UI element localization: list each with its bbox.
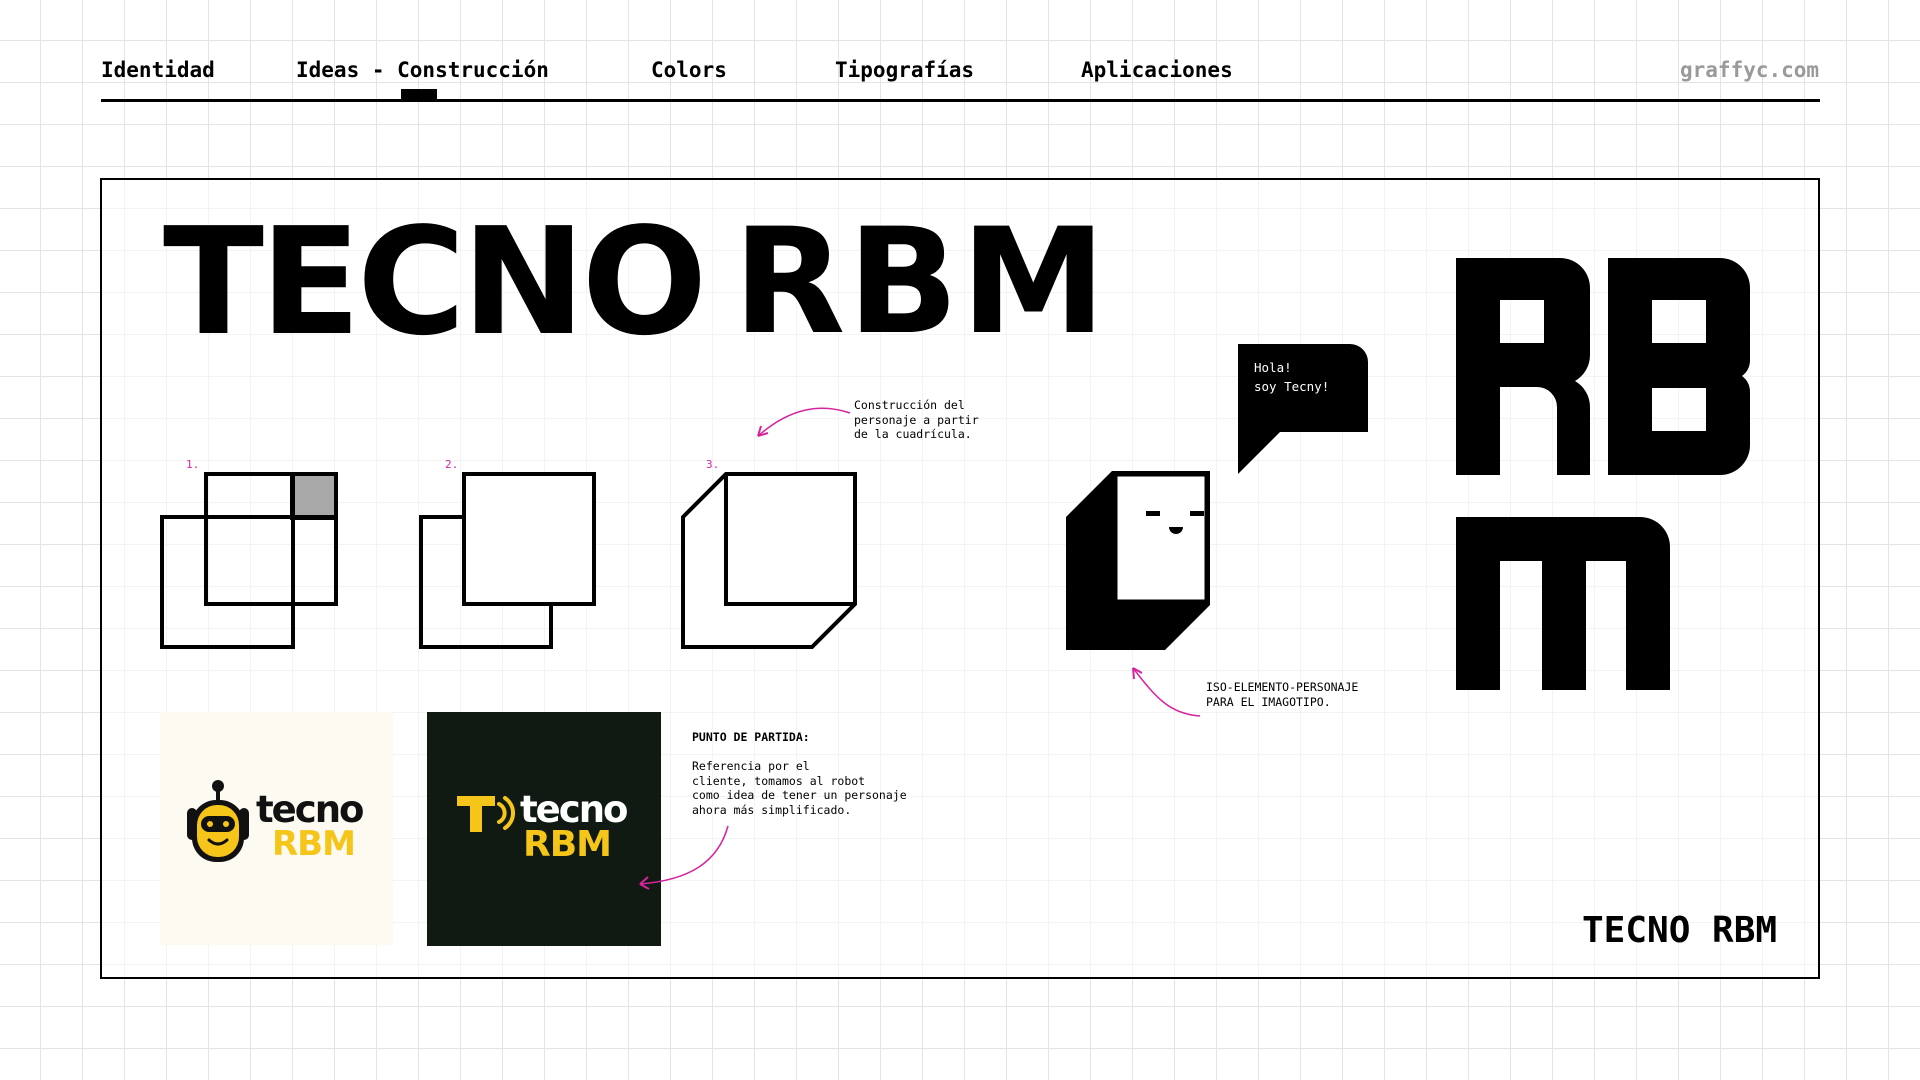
- ref-dark-word-tecno: tecno: [520, 788, 628, 831]
- nav-identidad[interactable]: Identidad: [101, 58, 215, 82]
- ref-light-word-rbm: RBM: [272, 824, 356, 864]
- nav-colors[interactable]: Colors: [651, 58, 727, 82]
- title-tecno: TECNO: [163, 196, 707, 368]
- ref-dark-word-rbm: RBM: [523, 824, 612, 865]
- reference-logo-light: tecno RBM: [160, 712, 393, 945]
- pink-arrow-construccion: [757, 407, 851, 437]
- note-iso-elemento: ISO-ELEMENTO-PERSONAJE PARA EL IMAGOTIPO…: [1206, 680, 1359, 709]
- nav-tipografias[interactable]: Tipografías: [835, 58, 975, 82]
- note-punto-body: Referencia por el cliente, tomamos al ro…: [692, 759, 907, 817]
- character-icon: [1066, 471, 1210, 650]
- pink-arrow-iso: [1132, 667, 1201, 717]
- nav-ideas-construccion[interactable]: Ideas - Construcción: [296, 58, 549, 82]
- speech-bubble-tail: [1238, 430, 1282, 474]
- construction-step-2: [419, 472, 596, 649]
- step-number-1: 1.: [186, 458, 200, 471]
- robot-head-icon: [187, 780, 249, 862]
- construction-step-3: [681, 472, 857, 649]
- title-rbm: RBM: [733, 197, 1108, 367]
- note-construccion: Construcción del personaje a partir de l…: [854, 398, 979, 441]
- construction-diagram: [160, 472, 857, 649]
- pink-arrow-punto: [639, 825, 729, 890]
- nav-aplicaciones[interactable]: Aplicaciones: [1081, 58, 1233, 82]
- nav-divider: [101, 99, 1820, 102]
- reference-logo-dark: tecno RBM: [427, 712, 661, 946]
- active-tab-indicator: [401, 89, 437, 100]
- step-number-2: 2.: [445, 458, 459, 471]
- step-number-3: 3.: [706, 458, 720, 471]
- construction-step-1: [160, 472, 338, 649]
- signal-t-icon: [457, 796, 515, 832]
- site-link[interactable]: graffyc.com: [1680, 58, 1820, 82]
- note-punto-title: PUNTO DE PARTIDA:: [692, 730, 810, 744]
- ref-light-word-tecno: tecno: [256, 788, 364, 831]
- rbm-monogram-icon: [1456, 258, 1750, 690]
- speech-bubble-icon: [1238, 344, 1368, 432]
- footer-brand-label: TECNO RBM: [1582, 910, 1778, 951]
- speech-text: Hola! soy Tecny!: [1254, 360, 1330, 394]
